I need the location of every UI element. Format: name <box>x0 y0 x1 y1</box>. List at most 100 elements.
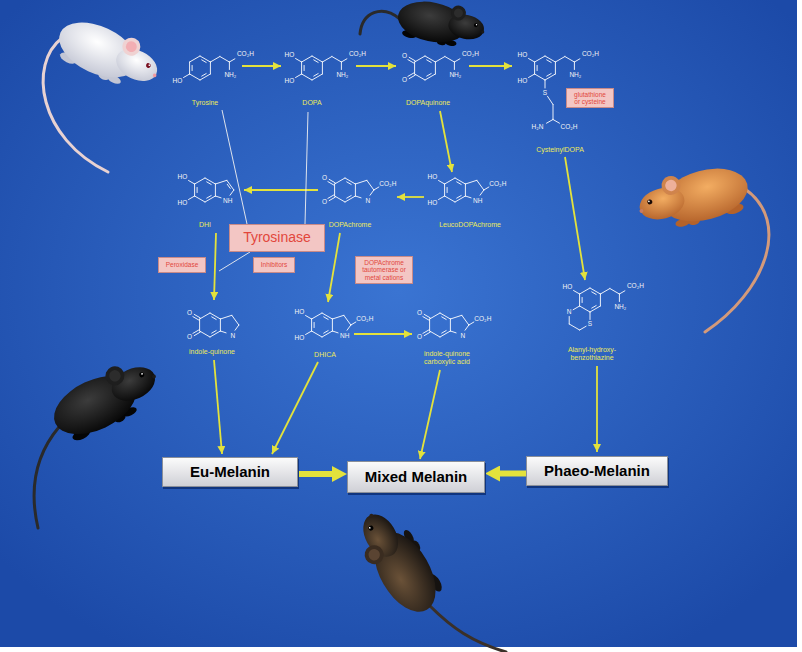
bond <box>574 59 580 62</box>
bond <box>329 179 335 183</box>
mouse-ear-inner <box>453 8 464 19</box>
bond <box>332 57 342 63</box>
atom-label: NH₂ <box>569 71 581 78</box>
bond <box>312 74 322 80</box>
bond <box>205 196 215 202</box>
bond <box>347 182 351 185</box>
bond <box>545 56 555 62</box>
bond <box>610 289 620 295</box>
enzyme-line <box>219 252 250 271</box>
mouse-nose <box>639 209 644 214</box>
atom-label: O <box>417 333 422 340</box>
bond <box>439 196 445 200</box>
bond <box>210 57 220 63</box>
bond <box>547 74 551 77</box>
bond <box>425 74 435 80</box>
bond <box>477 180 484 190</box>
mouse-eye-glint <box>369 527 371 529</box>
reaction-arrow <box>356 65 396 67</box>
bond <box>423 330 429 334</box>
mouse-ear <box>102 363 127 388</box>
node-text: Phaeo-Melanin <box>537 462 657 479</box>
bond <box>312 56 322 62</box>
bond <box>355 184 356 196</box>
bond <box>537 65 538 70</box>
atom-label: NH <box>223 198 232 205</box>
bond <box>322 313 332 319</box>
compound-name: DOPAchrome <box>329 221 372 229</box>
bond <box>335 196 345 202</box>
bond <box>580 306 590 312</box>
melanin-box: Phaeo-Melanin <box>526 456 668 485</box>
bond <box>355 180 366 184</box>
bond <box>440 331 450 337</box>
bond <box>553 105 554 120</box>
bond <box>212 331 216 334</box>
bond <box>189 62 190 74</box>
atom-label: HO <box>178 199 188 206</box>
atom-label: O <box>402 53 407 60</box>
bond <box>454 59 460 62</box>
bond <box>193 330 199 334</box>
atom-label: O <box>402 76 407 83</box>
bond <box>553 120 560 124</box>
bond <box>439 181 445 185</box>
bond <box>445 178 455 184</box>
bond <box>450 319 451 331</box>
bond <box>579 294 580 306</box>
atom-label: HO <box>295 334 305 341</box>
bond <box>200 74 210 80</box>
bond <box>555 62 556 74</box>
bond <box>205 178 215 184</box>
bond <box>312 331 322 337</box>
bond <box>529 59 535 63</box>
mouse-eye <box>473 23 478 28</box>
bond <box>332 319 333 331</box>
atom-label: O <box>322 198 327 205</box>
enzyme-box: DOPAchrome tautomerase or metal cations <box>355 256 413 283</box>
bond <box>197 187 198 192</box>
bond <box>370 190 374 195</box>
reaction-arrow <box>469 65 512 67</box>
bond <box>195 196 205 202</box>
bond <box>484 187 489 190</box>
bond <box>529 74 535 78</box>
atom-label: CO₂H <box>462 50 479 57</box>
bond <box>207 196 211 199</box>
bond <box>450 315 461 319</box>
melanin-box: Mixed Melanin <box>347 461 485 492</box>
bond <box>184 74 190 78</box>
atom-label: HO <box>563 283 573 290</box>
mouse-tail <box>430 606 506 652</box>
bond <box>535 74 545 80</box>
atom-label: NH₂ <box>449 71 461 78</box>
mouse-ear-inner <box>107 368 122 383</box>
bond <box>194 314 200 318</box>
atom-label: S <box>543 89 547 96</box>
bond <box>220 319 221 331</box>
bond <box>215 180 226 184</box>
bond <box>442 317 446 320</box>
bond <box>302 74 312 80</box>
bond <box>210 331 220 337</box>
mouse-ear <box>119 35 143 59</box>
bond <box>457 196 461 199</box>
bond <box>424 314 430 318</box>
bond <box>600 294 601 306</box>
mouse <box>50 9 167 100</box>
enzyme-box: glutathione or cysteine <box>566 88 614 108</box>
node-text: Mixed Melanin <box>358 468 474 485</box>
bond <box>457 182 461 185</box>
atom-label: HO <box>428 199 438 206</box>
compound-name: indole-quinone carboxylic acid <box>411 350 483 365</box>
reaction-arrows <box>214 66 597 459</box>
bond <box>200 313 210 319</box>
atom-label: HO <box>295 308 305 315</box>
bond <box>329 197 335 201</box>
bond <box>190 74 200 80</box>
bond <box>547 120 554 124</box>
mouse-nose <box>151 374 156 379</box>
bond <box>445 196 455 202</box>
bond <box>193 317 199 321</box>
